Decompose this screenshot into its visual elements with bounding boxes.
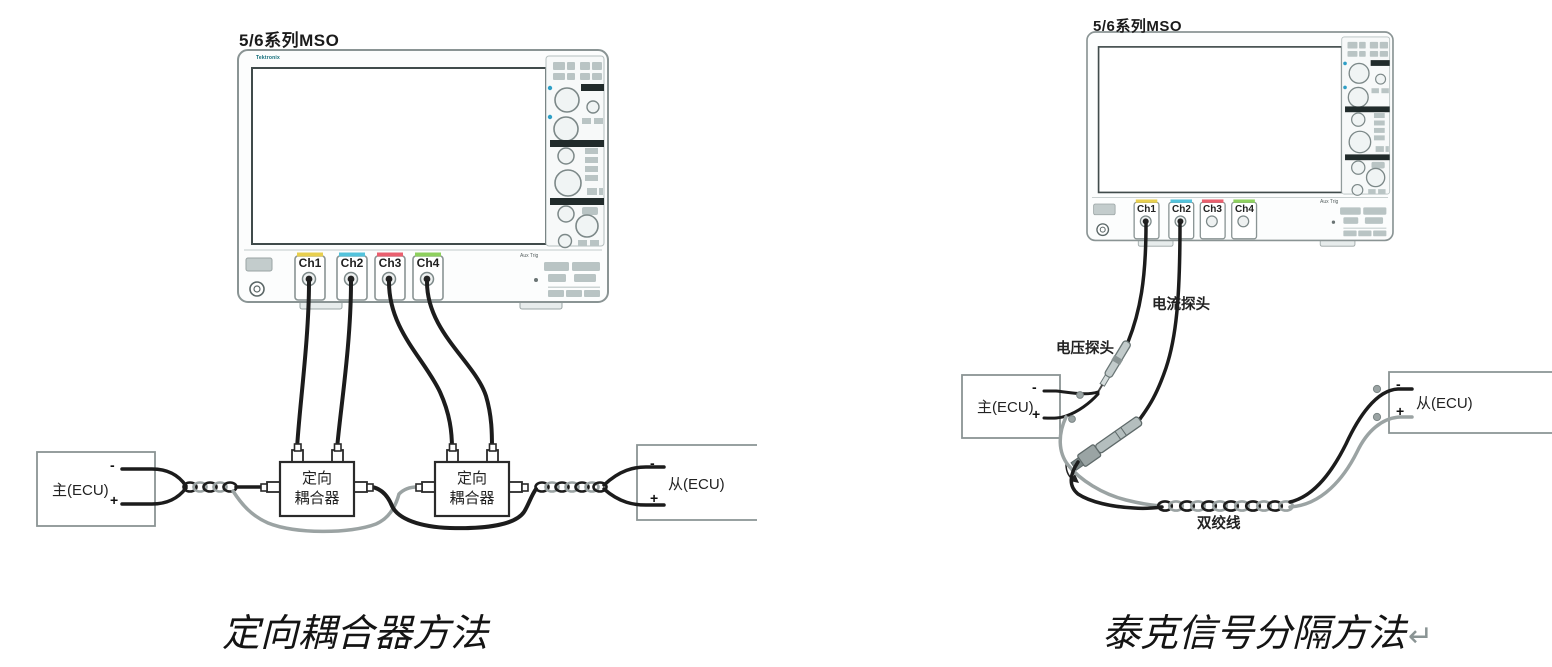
- right-slave-ecu-label: 从(ECU): [1416, 395, 1473, 412]
- right-scope-title: 5/6系列MSO: [1093, 18, 1183, 35]
- right-ch1-label: Ch1: [1137, 204, 1156, 215]
- right-slave-minus: -: [1396, 376, 1401, 392]
- directional-coupler-1: [260, 443, 374, 518]
- left-aux-trig-label: Aux Trig: [520, 253, 539, 259]
- current-probe: [1070, 416, 1143, 471]
- cable-ch2-current: [1138, 222, 1182, 421]
- left-ch1-label: Ch1: [298, 256, 322, 270]
- coupler1-label: 定向 耦合器: [294, 470, 340, 507]
- right-master-minus: -: [1032, 379, 1037, 395]
- cable-ch4: [425, 280, 494, 451]
- left-slave-plus: +: [650, 490, 659, 506]
- coupler2-label: 定向 耦合器: [449, 470, 495, 507]
- right-master-ecu-label: 主(ECU): [977, 399, 1034, 416]
- right-ch4-label: Ch4: [1235, 204, 1254, 215]
- twisted-pair-left-2: [534, 481, 608, 493]
- left-caption: 定向耦合器方法: [222, 613, 489, 655]
- left-wiring: [120, 465, 666, 534]
- right-aux-trig-label: Aux Trig: [1320, 199, 1339, 205]
- twisted-pair-left-1: [182, 481, 238, 493]
- cable-ch2: [335, 280, 353, 451]
- right-ch2-label: Ch2: [1172, 204, 1191, 215]
- left-scope-title: 5/6系列MSO: [239, 31, 340, 50]
- left-ch3-label: Ch3: [378, 256, 402, 270]
- right-probe-cables: [1126, 222, 1182, 421]
- connection-dots: [1068, 384, 1382, 423]
- right-master-plus: +: [1032, 406, 1041, 422]
- black-bus-wire: [1069, 460, 1164, 511]
- voltage-probe: [1097, 340, 1131, 393]
- twisted-pair-right: [1156, 500, 1295, 512]
- left-ch2-label: Ch2: [340, 256, 364, 270]
- slave-ecu-box-right: [1388, 371, 1552, 434]
- right-ch3-label: Ch3: [1203, 204, 1222, 215]
- right-caption: 泰克信号分隔方法↵: [1102, 613, 1434, 655]
- right-slave-plus: +: [1396, 403, 1405, 419]
- gray-bypass-wire-1: [231, 485, 419, 534]
- return-mark: ↵: [1408, 620, 1434, 653]
- left-slave-ecu-label: 从(ECU): [668, 476, 725, 493]
- left-ch4-label: Ch4: [416, 256, 440, 270]
- left-probe-cables: [295, 280, 494, 451]
- gray-return-wire: [1058, 415, 1162, 508]
- slave-ecu-box-left: [636, 444, 757, 521]
- black-bypass-wire-2: [370, 485, 538, 531]
- left-slave-minus: -: [650, 455, 655, 471]
- current-probe-label: 电流探头: [1152, 297, 1210, 313]
- master-ecu-box-right: [961, 374, 1061, 439]
- left-master-minus: -: [110, 457, 115, 473]
- left-master-ecu-label: 主(ECU): [52, 482, 109, 499]
- directional-coupler-2: [415, 443, 529, 518]
- cable-ch1-voltage: [1126, 222, 1148, 344]
- cable-ch3: [387, 280, 454, 451]
- tektronix-logo: Tektronix: [256, 55, 280, 61]
- cable-ch1: [295, 280, 311, 451]
- left-oscilloscope: [237, 49, 609, 310]
- twisted-pair-label: 双绞线: [1197, 516, 1241, 532]
- right-wiring: [1042, 387, 1414, 512]
- voltage-probe-label: 电压探头: [1056, 341, 1114, 357]
- left-master-plus: +: [110, 492, 119, 508]
- master-ecu-box-left: [36, 451, 156, 527]
